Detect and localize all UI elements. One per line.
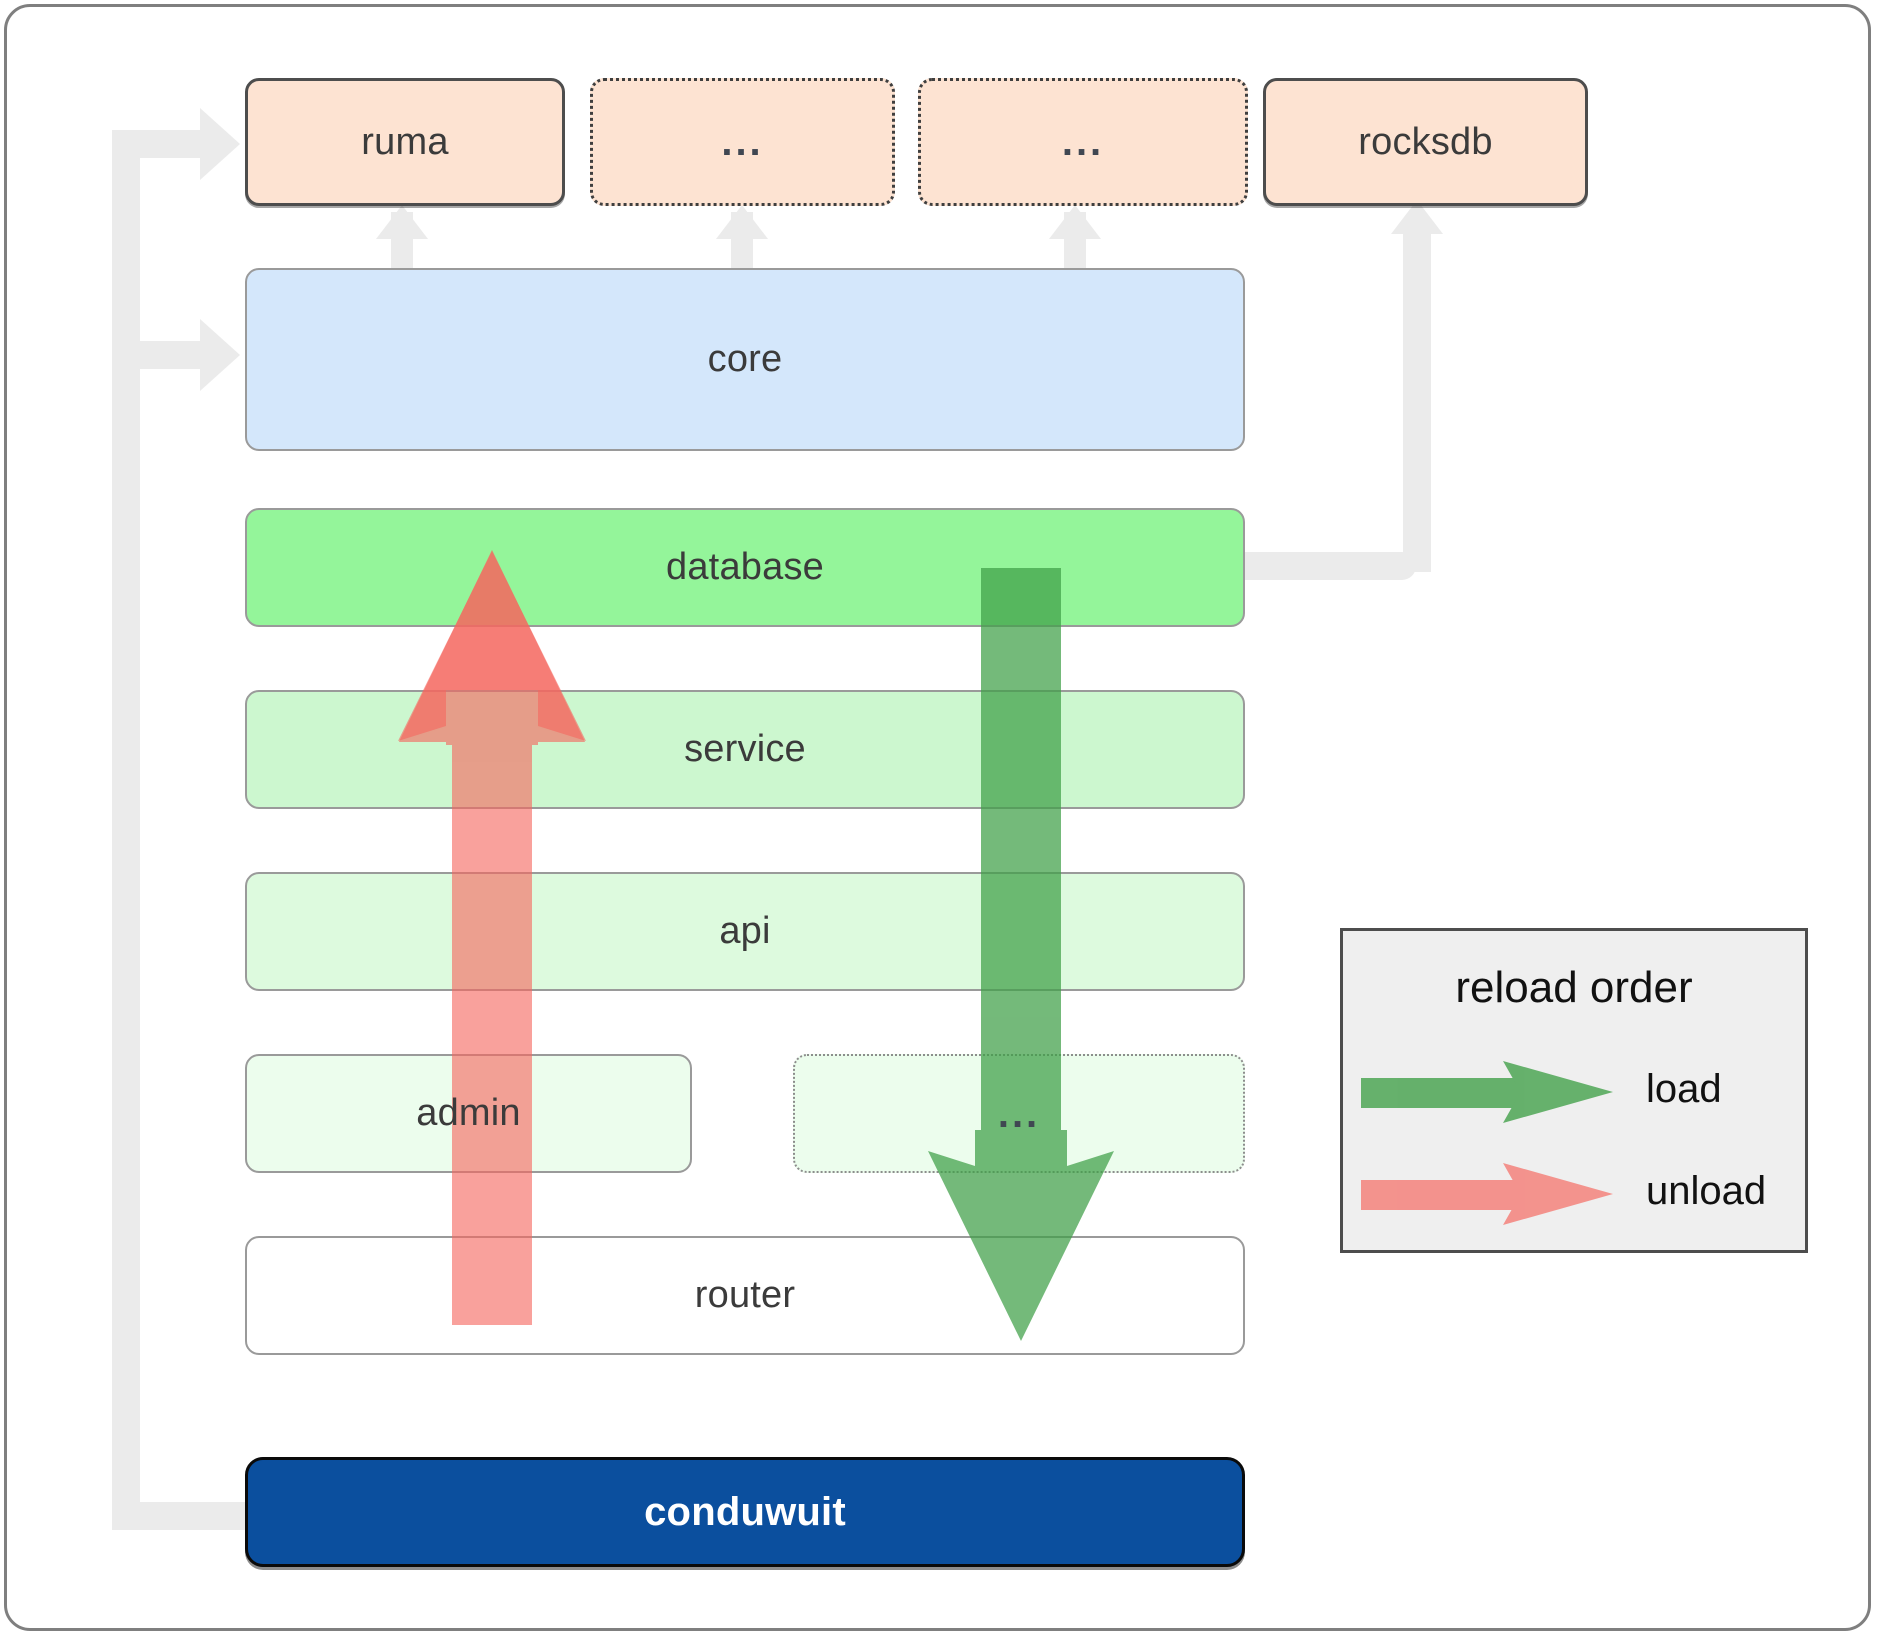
layer-node-admin[interactable]: admin bbox=[245, 1054, 692, 1173]
dependency-node-more-2[interactable]: ... bbox=[918, 78, 1248, 206]
layer-node-api[interactable]: api bbox=[245, 872, 1245, 991]
dependency-label-rocksdb: rocksdb bbox=[1358, 120, 1493, 163]
connector-left-bottom-leg bbox=[112, 1502, 247, 1530]
connector-core-to-ruma-arrow bbox=[376, 205, 428, 239]
layer-node-router[interactable]: router bbox=[245, 1236, 1245, 1355]
connector-right-vertical bbox=[1403, 232, 1431, 572]
layer-label-more: ... bbox=[997, 1091, 1041, 1136]
legend-label-unload: unload bbox=[1646, 1169, 1767, 1213]
dependency-label-more-1: ... bbox=[721, 120, 764, 164]
dependency-label-ruma: ruma bbox=[361, 120, 449, 163]
layer-label-service: service bbox=[684, 728, 806, 770]
connector-core-to-more2-arrow bbox=[1049, 205, 1101, 239]
layer-label-api: api bbox=[719, 910, 771, 952]
legend-box: reload order load unload bbox=[1340, 928, 1808, 1253]
layer-node-more[interactable]: ... bbox=[793, 1054, 1245, 1173]
legend-unload-arrow bbox=[1361, 1163, 1613, 1225]
connector-right-horizontal bbox=[1236, 552, 1416, 580]
diagram-frame bbox=[4, 4, 1871, 1631]
dependency-label-more-2: ... bbox=[1061, 120, 1105, 164]
connector-core-to-more1-arrow bbox=[716, 205, 768, 239]
layer-node-service[interactable]: service bbox=[245, 690, 1245, 809]
legend-load-arrow bbox=[1361, 1061, 1613, 1123]
connector-arrow-to-core bbox=[200, 319, 240, 391]
app-node-conduwuit[interactable]: conduwuit bbox=[245, 1457, 1245, 1567]
connector-left-spine bbox=[112, 130, 140, 1530]
layer-label-database: database bbox=[666, 546, 824, 588]
legend-label-load: load bbox=[1646, 1067, 1722, 1111]
dependency-node-more-1[interactable]: ... bbox=[590, 78, 895, 206]
layer-label-router: router bbox=[694, 1274, 796, 1316]
legend-title: reload order bbox=[1455, 963, 1693, 1012]
layer-label-admin: admin bbox=[416, 1092, 521, 1134]
layer-label-core: core bbox=[707, 338, 783, 380]
dependency-node-ruma[interactable]: ruma bbox=[245, 78, 565, 206]
app-label-conduwuit: conduwuit bbox=[644, 1489, 846, 1534]
dependency-node-rocksdb[interactable]: rocksdb bbox=[1263, 78, 1588, 206]
layer-node-database[interactable]: database bbox=[245, 508, 1245, 627]
layer-node-core[interactable]: core bbox=[245, 268, 1245, 451]
connector-arrow-to-ruma bbox=[200, 108, 240, 180]
